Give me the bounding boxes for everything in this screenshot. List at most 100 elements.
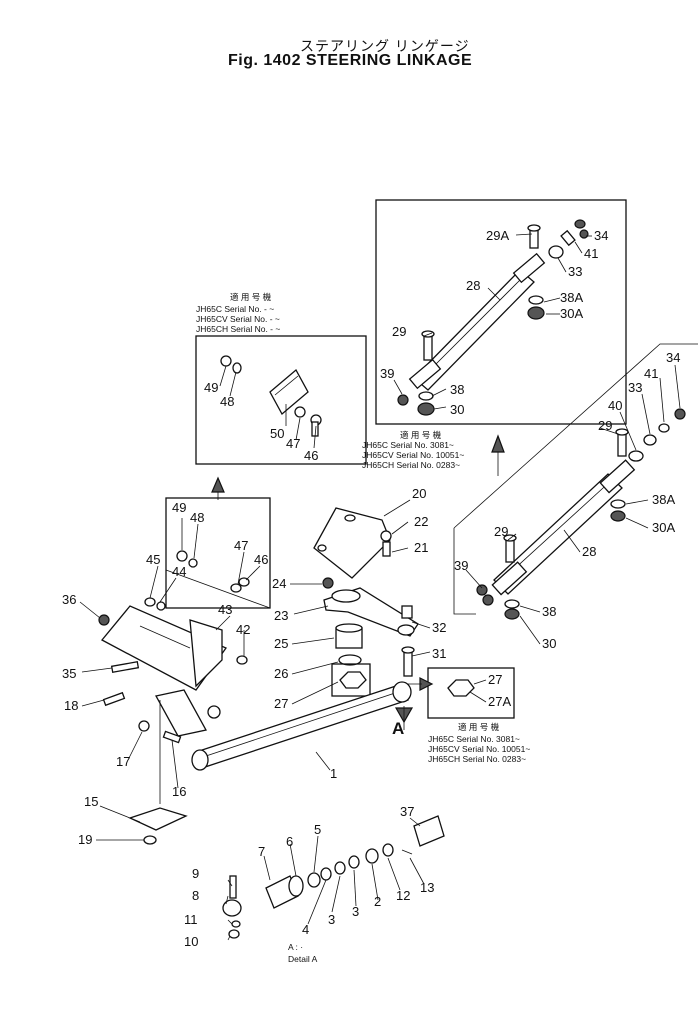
callout-38a: 38A	[652, 492, 675, 507]
callout-8: 8	[192, 888, 199, 903]
callout-33-inset: 33	[568, 264, 582, 279]
svg-text:JH65CH Serial No. 0283~: JH65CH Serial No. 0283~	[362, 460, 460, 470]
callout-39-inset: 39	[380, 366, 394, 381]
callout-1: 1	[330, 766, 337, 781]
ball-joint-exploded	[222, 815, 445, 939]
part-callouts: 1 2 3 3 4 5 6 7 8 9 10 11 12 13 15 16 17…	[62, 228, 680, 949]
callout-50: 50	[270, 426, 284, 441]
callout-30a-inset: 30A	[560, 306, 583, 321]
center-pivot-assembly	[313, 507, 515, 719]
callout-32: 32	[432, 620, 446, 635]
callout-46-inset: 46	[304, 448, 318, 463]
inset-box-upper-right	[375, 199, 627, 425]
callout-27: 27	[274, 696, 288, 711]
callout-28-inset: 28	[466, 278, 480, 293]
tie-rod-assembly-right	[453, 343, 698, 620]
callout-34-inset: 34	[594, 228, 608, 243]
callout-49: 49	[172, 500, 186, 515]
svg-text:JH65C Serial No. 3081~: JH65C Serial No. 3081~	[362, 440, 454, 450]
callout-11: 11	[184, 912, 198, 927]
svg-text:JH65CV Serial No. - ~: JH65CV Serial No. - ~	[196, 314, 280, 324]
callout-29-lower: 29	[494, 524, 508, 539]
callout-49-inset: 49	[204, 380, 218, 395]
callout-25: 25	[274, 636, 288, 651]
callout-31: 31	[432, 646, 446, 661]
callout-3a: 3	[328, 912, 335, 927]
callout-47-inset: 47	[286, 436, 300, 451]
callout-9: 9	[192, 866, 199, 881]
callout-38-inset: 38	[450, 382, 464, 397]
callout-39: 39	[454, 558, 468, 573]
callout-29a: 29A	[486, 228, 509, 243]
steering-bracket-left	[98, 497, 271, 845]
callout-27-detail: 27	[488, 672, 502, 687]
callout-29-inset: 29	[392, 324, 406, 339]
callout-36: 36	[62, 592, 76, 607]
callout-29-upper: 29	[598, 418, 612, 433]
callout-30-inset: 30	[450, 402, 464, 417]
callout-48-inset: 48	[220, 394, 234, 409]
svg-text:JH65CV Serial No. 10051~: JH65CV Serial No. 10051~	[428, 744, 530, 754]
callout-46: 46	[254, 552, 268, 567]
callout-18: 18	[64, 698, 78, 713]
callout-2: 2	[374, 894, 381, 909]
svg-text:適 用 号 機: 適 用 号 機	[230, 292, 272, 302]
callout-23: 23	[274, 608, 288, 623]
figure-title: Fig. 1402 STEERING LINKAGE	[228, 52, 473, 69]
callout-35: 35	[62, 666, 76, 681]
callout-7: 7	[258, 844, 265, 859]
detail-caption-line1: A : ·	[288, 942, 303, 952]
main-tie-rod	[191, 681, 414, 771]
svg-text:適 用 号 機: 適 用 号 機	[400, 430, 442, 440]
callout-24: 24	[272, 576, 286, 591]
callout-33: 33	[628, 380, 642, 395]
callout-12: 12	[396, 888, 410, 903]
svg-text:JH65CH Serial No. 0283~: JH65CH Serial No. 0283~	[428, 754, 526, 764]
svg-text:JH65CV Serial No. 10051~: JH65CV Serial No. 10051~	[362, 450, 464, 460]
callout-10: 10	[184, 934, 198, 949]
leader-lines	[79, 233, 681, 941]
svg-text:JH65CH Serial No. - ~: JH65CH Serial No. - ~	[196, 324, 280, 334]
callout-38a-inset: 38A	[560, 290, 583, 305]
title-japanese: ステアリング リンゲージ	[300, 38, 470, 54]
serial-block-lower: 適 用 号 機 JH65C Serial No. 3081~ JH65CV Se…	[428, 722, 530, 764]
inset-box-upper-left	[195, 335, 367, 465]
serial-block-upper-right: 適 用 号 機 JH65C Serial No. 3081~ JH65CV Se…	[362, 430, 464, 470]
callout-37: 37	[400, 804, 414, 819]
callout-30: 30	[542, 636, 556, 651]
callout-48: 48	[190, 510, 204, 525]
svg-text:JH65C Serial No. 3081~: JH65C Serial No. 3081~	[428, 734, 520, 744]
serial-block-upper-left: 適 用 号 機 JH65C Serial No. - ~ JH65CV Seri…	[196, 292, 280, 334]
detail-caption-line2: Detail A	[288, 954, 318, 964]
callout-19: 19	[78, 832, 92, 847]
callout-47: 47	[234, 538, 248, 553]
callout-5: 5	[314, 822, 321, 837]
callout-22: 22	[414, 514, 428, 529]
callout-41-inset: 41	[584, 246, 598, 261]
svg-text:適 用 号 機: 適 用 号 機	[458, 722, 500, 732]
callout-13: 13	[420, 880, 434, 895]
callout-34: 34	[666, 350, 680, 365]
callout-6: 6	[286, 834, 293, 849]
callout-20: 20	[412, 486, 426, 501]
callout-42: 42	[236, 622, 250, 637]
direction-arrows	[211, 434, 505, 500]
callout-43: 43	[218, 602, 232, 617]
callout-30a: 30A	[652, 520, 675, 535]
callout-15: 15	[84, 794, 98, 809]
callout-40: 40	[608, 398, 622, 413]
callout-17: 17	[116, 754, 130, 769]
callout-27a-detail: 27A	[488, 694, 511, 709]
callout-44: 44	[172, 564, 186, 579]
callout-28: 28	[582, 544, 596, 559]
callout-45: 45	[146, 552, 160, 567]
callout-3b: 3	[352, 904, 359, 919]
callout-16: 16	[172, 784, 186, 799]
callout-26: 26	[274, 666, 288, 681]
callout-41: 41	[644, 366, 658, 381]
callout-21: 21	[414, 540, 428, 555]
callout-4: 4	[302, 922, 309, 937]
callout-38: 38	[542, 604, 556, 619]
svg-text:JH65C Serial No. - ~: JH65C Serial No. - ~	[196, 304, 274, 314]
